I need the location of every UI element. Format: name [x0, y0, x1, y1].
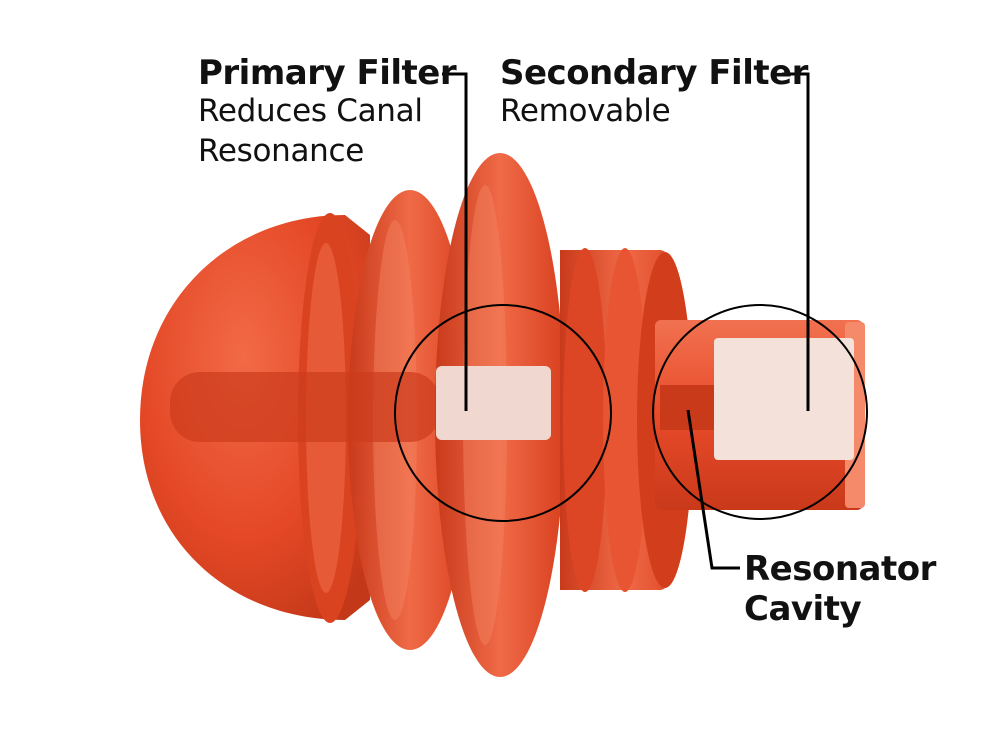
primary-filter-desc-line1: Reduces Canal [198, 93, 423, 129]
secondary-filter-desc: Removable [500, 93, 671, 129]
collar-ring-2 [603, 248, 647, 592]
primary-filter-circle [394, 304, 612, 522]
resonator-cavity-line1: Resonator [744, 549, 936, 589]
secondary-filter-shade [714, 338, 854, 460]
inner-channel [170, 372, 440, 442]
primary-filter-shade [436, 366, 551, 440]
primary-filter-desc-line2: Resonance [198, 133, 365, 169]
secondary-filter-circle [652, 304, 868, 520]
secondary-leader-line [782, 72, 810, 411]
resonator-cavity-line2: Cavity [744, 589, 862, 629]
collar-ring-1 [563, 248, 607, 592]
primary-filter-title: Primary Filter [198, 53, 457, 93]
primary-leader-line [442, 72, 468, 411]
secondary-filter [714, 338, 854, 460]
resonator-leader-line [686, 409, 740, 570]
secondary-filter-title: Secondary Filter [500, 53, 808, 93]
